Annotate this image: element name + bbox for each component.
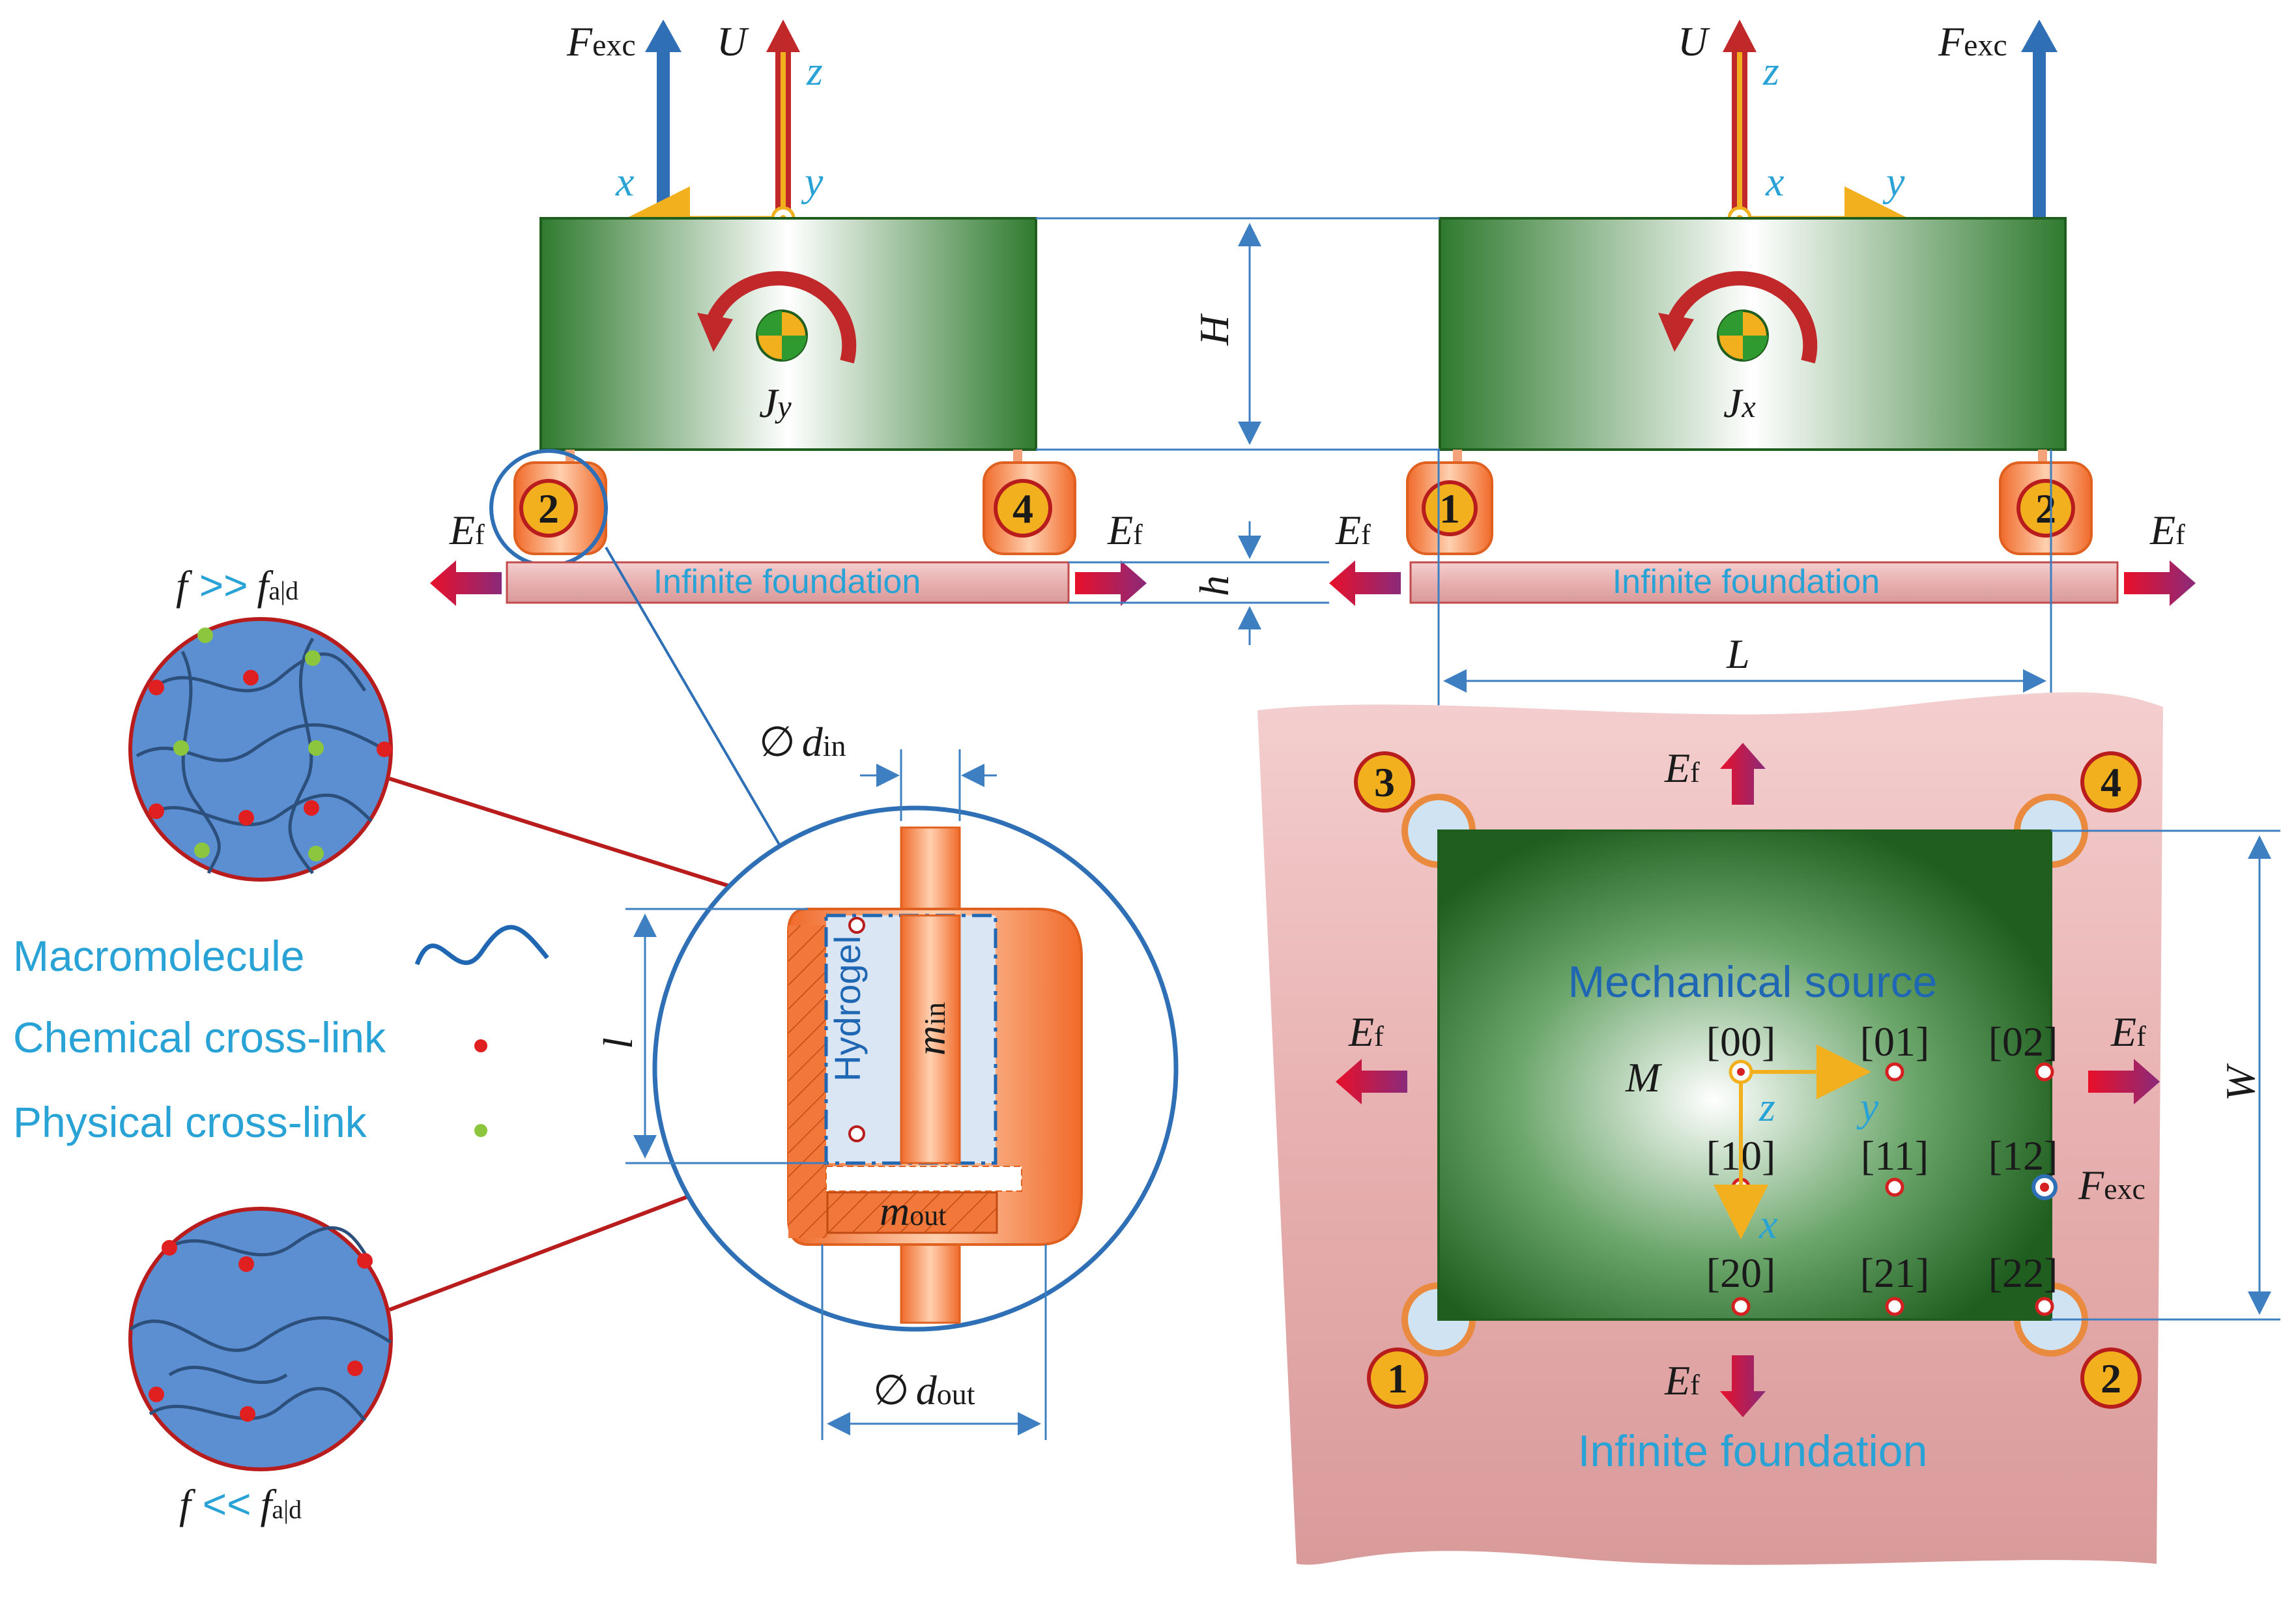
axis-z-label: z — [806, 48, 823, 94]
legend-macromolecule: Macromolecule — [13, 932, 305, 980]
displacement-arrow-head — [766, 20, 800, 52]
axis-y-label: y — [801, 158, 824, 205]
rotation-arrow — [1664, 271, 1818, 364]
force-arrow-head — [645, 20, 682, 52]
top-foundation-label: Infinite foundation — [1578, 1426, 1928, 1476]
grid-21: [21] — [1860, 1250, 1930, 1296]
mount-detail: Hydrogel min mout — [652, 805, 1179, 1332]
legend-chemical: Chemical cross-link — [13, 1013, 386, 1061]
mount-4-number: 4 — [1012, 485, 1033, 532]
foundation-strip — [1409, 561, 2119, 604]
outer-mass — [826, 1191, 998, 1234]
network-bottom: f<<fa|d — [128, 1207, 393, 1527]
grid-01: [01] — [1860, 1018, 1930, 1065]
top-mount-2: 2 — [2101, 1355, 2121, 1402]
top-axis-x-label: x — [1758, 1201, 1777, 1247]
axis-z-label: z — [1762, 48, 1779, 94]
chemical-crosslink-dot-icon — [474, 1039, 487, 1052]
ef-arrow-right — [1075, 560, 1147, 606]
ef-label-left: Ef — [449, 507, 485, 553]
network-top-caption: f>>fa|d — [176, 562, 298, 609]
displacement-label: U — [1678, 18, 1710, 65]
force-label: Fexc — [566, 18, 636, 65]
dim-h-label: h — [1191, 575, 1237, 596]
m-out-label: mout — [880, 1188, 946, 1234]
grid-00: [00] — [1706, 1018, 1776, 1065]
top-axis-y-label: y — [1856, 1084, 1879, 1130]
mount-2-number: 2 — [2035, 485, 2056, 532]
m-in-label: min — [908, 1002, 954, 1056]
grid-nodes — [1731, 1062, 2054, 1316]
rotation-arrow — [703, 271, 857, 364]
axis-x-label: x — [615, 158, 634, 205]
displacement-label: U — [717, 18, 749, 65]
ef-label-right: Ef — [2149, 507, 2185, 553]
mount-1-number: 1 — [1439, 485, 1460, 532]
top-ef-down — [1720, 1355, 1766, 1417]
top-mount-1: 1 — [1387, 1355, 1408, 1402]
side-view-right: Fexc U z x y Ωx Jx 1 2 Infinite foundati… — [1329, 18, 2196, 606]
d-out-label: ∅dout — [873, 1367, 975, 1413]
top-ef-up-label: Ef — [1664, 745, 1700, 791]
grid-11: [11] — [1861, 1132, 1929, 1179]
mass-label: M — [1625, 1054, 1663, 1101]
dim-W-label: W — [2217, 1063, 2263, 1101]
force-arrow-head — [2021, 20, 2058, 52]
ef-arrow-right — [2124, 560, 2196, 606]
top-force-label: Fexc — [2078, 1162, 2145, 1208]
zoom-leader — [605, 546, 790, 861]
grid-20: [20] — [1706, 1250, 1776, 1296]
grid-12: [12] — [1988, 1132, 2058, 1179]
foundation-label: Infinite foundation — [653, 563, 921, 601]
inertia-label: Jy — [759, 380, 792, 426]
side-dimensions — [1036, 217, 2052, 821]
grid-22: [22] — [1988, 1250, 2058, 1296]
d-in-label: ∅din — [759, 719, 846, 765]
ef-arrow-left — [430, 560, 502, 606]
top-ef-right-label: Ef — [2110, 1009, 2146, 1055]
top-axis-z-label: z — [1758, 1084, 1775, 1130]
top-ef-up — [1720, 743, 1766, 805]
foundation-label: Infinite foundation — [1613, 563, 1880, 601]
axis-y-label: y — [1882, 158, 1905, 205]
top-view: Mechanical source M [00] [01] [02] [10] … — [1257, 692, 2280, 1565]
physical-crosslink-dot-icon — [474, 1124, 487, 1137]
ef-arrow-left — [1329, 560, 1401, 606]
force-label: Fexc — [1938, 18, 2007, 65]
force-arrow-shaft — [657, 52, 670, 222]
foundation-strip — [506, 561, 1070, 604]
grid-labels: [00] [01] [02] [10] [11] [12] [20] [21] … — [1706, 1018, 2058, 1296]
mount-2-number: 2 — [538, 485, 559, 532]
dim-H-label: H — [1191, 313, 1237, 346]
force-arrow-shaft — [2033, 52, 2046, 222]
legend: Macromolecule Chemical cross-link Physic… — [13, 925, 549, 1146]
network-top: f>>fa|d — [128, 562, 393, 882]
top-ef-left — [1336, 1059, 1407, 1104]
hydrogel-label: Hydrogel — [827, 936, 868, 1082]
displacement-arrow-head — [1723, 20, 1757, 52]
source-label: Mechanical source — [1568, 957, 1938, 1007]
inertia-label: Jx — [1723, 380, 1756, 426]
side-view-left: Fexc U z x y Ωy Jy 2 4 — [430, 18, 1147, 606]
top-ef-down-label: Ef — [1664, 1357, 1700, 1404]
macromolecule-icon — [414, 925, 549, 966]
top-ef-left-label: Ef — [1348, 1009, 1384, 1055]
network-bottom-caption: f<<fa|d — [179, 1480, 302, 1527]
ef-label-right: Ef — [1107, 507, 1143, 553]
ef-label-left: Ef — [1335, 507, 1371, 553]
detail-dimensions — [625, 749, 1047, 1440]
top-mount-numbers: 3 4 1 2 — [1354, 751, 2142, 1409]
dim-L-label: L — [1726, 631, 1750, 677]
axis-x-label: x — [1765, 158, 1784, 205]
top-ef-right — [2088, 1059, 2160, 1104]
grid-02: [02] — [1988, 1018, 2058, 1065]
legend-physical: Physical cross-link — [13, 1098, 367, 1146]
top-mount-3: 3 — [1374, 759, 1395, 805]
top-mount-4: 4 — [2101, 759, 2121, 805]
dim-l-label: l — [595, 1037, 641, 1049]
